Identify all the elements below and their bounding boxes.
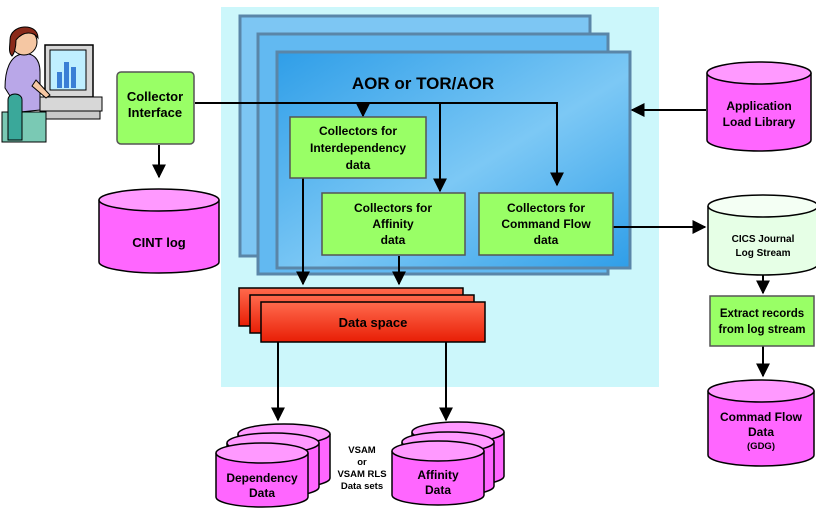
interdependency-label-2: Interdependency (310, 141, 406, 155)
application-load-library-label-2: Load Library (723, 115, 796, 129)
connectors (152, 102, 770, 422)
vsam-label-3: VSAM RLS (337, 469, 386, 480)
collector-interface-label-2: Interface (128, 105, 182, 120)
extract-records-label-1: Extract records (720, 308, 804, 320)
vsam-label-4: Data sets (341, 481, 383, 492)
vsam-label-1: VSAM (348, 445, 376, 456)
affinity-collectors-label-1: Collectors for (354, 201, 432, 215)
cint-log-label: CINT log (132, 235, 185, 250)
collector-interface-box (116, 71, 195, 145)
cics-journal-label-1: CICS Journal (732, 234, 795, 245)
command-flow-data-label-2: Data (748, 425, 774, 439)
extract-records-box (709, 295, 815, 347)
command-flow-collectors-label-2: Command Flow (501, 217, 591, 231)
command-flow-data-cylinder (707, 379, 815, 467)
cint-log-cylinder (98, 188, 220, 274)
command-flow-collectors-label-1: Collectors for (507, 201, 585, 215)
cics-journal-cylinder (707, 194, 816, 276)
command-flow-data-sub: (GDG) (747, 441, 775, 452)
user-at-computer-icon (1, 26, 103, 143)
affinity-data-label-1: Affinity (417, 468, 459, 482)
affinity-collectors-box (321, 192, 466, 256)
interdependency-label-1: Collectors for (319, 124, 397, 138)
data-space-label: Data space (339, 315, 408, 330)
dependency-data-label-2: Data (249, 486, 275, 500)
affinity-collectors-label-2: Affinity (372, 217, 414, 231)
cics-journal-label-2: Log Stream (735, 248, 790, 259)
data-space (238, 287, 486, 343)
aor-title: AOR or TOR/AOR (352, 74, 494, 93)
command-flow-collectors-label-3: data (534, 233, 559, 247)
command-flow-data-label-1: Commad Flow (720, 410, 803, 424)
application-load-library-cylinder (706, 61, 812, 152)
collector-interface-label-1: Collector (127, 89, 183, 104)
dependency-data-label-1: Dependency (226, 471, 298, 485)
affinity-collectors-label-3: data (381, 233, 406, 247)
vsam-label-2: or (357, 457, 367, 468)
extract-records-label-2: from log stream (719, 324, 806, 336)
interdependency-label-3: data (346, 158, 371, 172)
command-flow-collectors-box (478, 192, 614, 256)
interdependency-collectors-box (289, 116, 427, 179)
affinity-data-label-2: Data (425, 483, 451, 497)
affinity-data-cylinders (391, 421, 505, 506)
application-load-library-label-1: Application (726, 99, 791, 113)
dependency-data-cylinders (215, 423, 331, 508)
